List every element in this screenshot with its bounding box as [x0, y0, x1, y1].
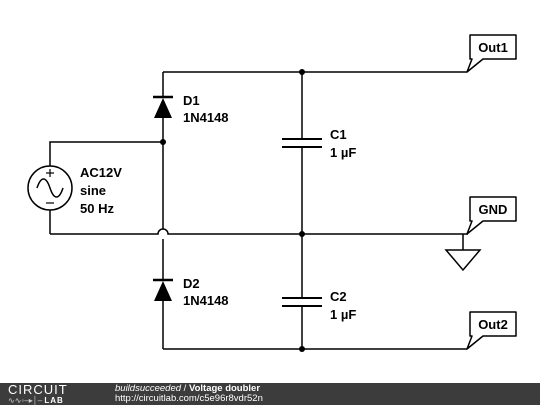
port-out2-label: Out2 — [478, 317, 508, 332]
source-name: AC12V — [80, 165, 122, 180]
port-out1: Out1 — [466, 34, 517, 73]
capacitor-c2 — [282, 297, 322, 307]
d2-ref: D2 — [183, 276, 200, 291]
c2-value: 1 µF — [330, 307, 356, 322]
footer-text: buildsucceeded / Voltage doubler http://… — [115, 384, 263, 404]
d1-ref: D1 — [183, 93, 200, 108]
source-waveform: sine — [80, 183, 106, 198]
c2-ref: C2 — [330, 289, 347, 304]
source-frequency: 50 Hz — [80, 201, 114, 216]
footer-bar: CIRCUIT ∿∿◦–▸│– LAB buildsucceeded / Vol… — [0, 383, 540, 405]
circuit-url[interactable]: http://circuitlab.com/c5e96r8vdr52n — [115, 393, 263, 404]
junction-dots — [160, 69, 305, 352]
circuitlab-logo: CIRCUIT ∿∿◦–▸│– LAB — [8, 382, 68, 405]
port-gnd-label: GND — [479, 202, 508, 217]
diode-d2 — [153, 278, 173, 301]
ground-symbol — [444, 249, 482, 272]
wire-ground-rail — [50, 228, 468, 235]
port-gnd: GND — [466, 196, 517, 235]
capacitor-c1 — [282, 138, 322, 148]
c1-value: 1 µF — [330, 145, 356, 160]
circuit-schematic: Out1 GND Out2 D1 1N4148 D2 1N4148 C1 1 µ… — [27, 34, 517, 352]
diode-d1 — [153, 95, 173, 118]
d1-part: 1N4148 — [183, 110, 229, 125]
port-out1-label: Out1 — [478, 40, 508, 55]
c1-ref: C1 — [330, 127, 347, 142]
circuit-title: Voltage doubler — [188, 383, 261, 394]
ac-source — [27, 165, 73, 211]
d2-part: 1N4148 — [183, 293, 229, 308]
port-out2: Out2 — [466, 311, 517, 350]
title-separator: / — [181, 383, 189, 394]
wire-source-top — [49, 141, 163, 166]
author-link[interactable]: buildsucceeded — [115, 383, 182, 394]
